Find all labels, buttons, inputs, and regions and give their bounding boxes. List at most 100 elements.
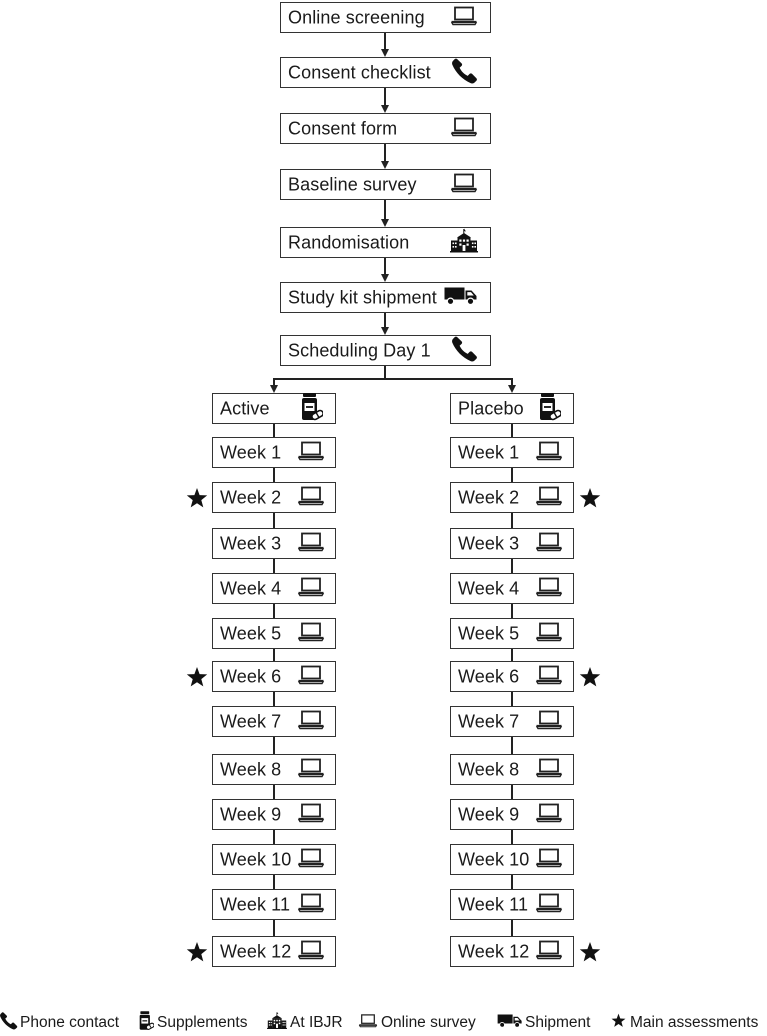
arm-active-box: Active [212,392,336,425]
laptop-icon [297,847,325,872]
laptop-icon [297,892,325,917]
arm-placebo-week-4-box: Week 4 [450,573,574,604]
laptop-icon [535,847,563,872]
arm-active-week-2-box: Week 2 [212,482,336,513]
laptop-icon [297,621,325,646]
laptop-icon [535,621,563,646]
laptop-icon [297,485,325,510]
arm-active-week-7-box: Week 7 [212,706,336,737]
laptop-icon [358,1014,378,1033]
arm-active-connector-2 [273,468,275,482]
flow-step-2-box: Consent checklist [280,57,491,88]
arm-active-week-5-label: Week 5 [220,623,282,643]
arm-active-week-8-label: Week 8 [220,759,282,779]
branch-arrowhead-1 [270,385,278,393]
arm-placebo-connector-9 [511,785,513,799]
laptop-icon [297,576,325,601]
arm-active-week-6-star-icon [186,666,208,693]
laptop-icon [535,576,563,601]
arm-placebo-week-10-label: Week 10 [458,849,530,869]
flow-step-4-box: Baseline survey [280,169,491,200]
arm-placebo-connector-7 [511,692,513,706]
arm-placebo-connector-8 [511,737,513,754]
arm-placebo-week-5-label: Week 5 [458,623,520,643]
laptop-icon [535,802,563,827]
arm-active-week-3-box: Week 3 [212,528,336,559]
laptop-icon [297,531,325,556]
arm-placebo-connector-5 [511,604,513,618]
laptop-icon [535,531,563,556]
arm-active-connector-11 [273,875,275,889]
star-icon [611,1013,626,1033]
legend-label: Online survey [381,1014,476,1031]
arm-active-connector-9 [273,785,275,799]
arm-placebo-week-11-box: Week 11 [450,889,574,920]
arm-placebo-week-2-star-icon [579,487,601,514]
arm-placebo-week-3-label: Week 3 [458,533,520,553]
arm-active-connector-1 [273,424,275,437]
laptop-icon [535,939,563,964]
flow-step-6-connector [384,313,386,329]
branch-bar [273,378,513,380]
arm-placebo-week-1-label: Week 1 [458,442,520,462]
arm-placebo-label: Placebo [458,398,524,418]
pill-bottle-icon [539,392,562,425]
flow-step-6-arrowhead [381,327,389,335]
arm-placebo-week-2-box: Week 2 [450,482,574,513]
building-icon [267,1012,287,1034]
laptop-icon [450,5,478,30]
laptop-icon [535,485,563,510]
flow-step-5-connector [384,258,386,276]
arm-placebo-connector-2 [511,468,513,482]
flow-step-3-box: Consent form [280,113,491,144]
laptop-icon [297,939,325,964]
arm-placebo-week-11-label: Week 11 [458,894,529,914]
flow-step-6-box: Study kit shipment [280,282,491,313]
arm-active-connector-8 [273,737,275,754]
flow-step-2-arrowhead [381,105,389,113]
arm-placebo-week-8-box: Week 8 [450,754,574,785]
flow-step-1-box: Online screening [280,2,491,33]
branch-drop-2 [511,379,513,387]
flow-step-1-label: Online screening [288,7,425,27]
flow-step-7-label: Scheduling Day 1 [288,340,431,360]
arm-placebo-week-5-box: Week 5 [450,618,574,649]
arm-active-week-1-box: Week 1 [212,437,336,468]
arm-active-label: Active [220,398,270,418]
arm-placebo-connector-12 [511,920,513,936]
pill-bottle-icon [301,392,324,425]
truck-icon [497,1013,523,1033]
flow-step-5-box: Randomisation [280,227,491,258]
arm-placebo-week-3-box: Week 3 [450,528,574,559]
arm-active-week-11-box: Week 11 [212,889,336,920]
arm-active-week-9-label: Week 9 [220,804,282,824]
arm-active-week-1-label: Week 1 [220,442,282,462]
arm-placebo-connector-4 [511,559,513,573]
arm-placebo-week-4-label: Week 4 [458,578,520,598]
laptop-icon [297,802,325,827]
arm-active-week-8-box: Week 8 [212,754,336,785]
arm-placebo-week-6-star-icon [579,666,601,693]
arm-placebo-week-8-label: Week 8 [458,759,520,779]
arm-active-week-5-box: Week 5 [212,618,336,649]
flow-step-3-label: Consent form [288,118,398,138]
arm-active-week-6-label: Week 6 [220,666,282,686]
laptop-icon [535,664,563,689]
flow-step-4-label: Baseline survey [288,174,417,194]
phone-icon [0,1012,18,1035]
branch-stem [384,366,386,379]
arm-active-connector-4 [273,559,275,573]
legend-label: Shipment [525,1014,591,1031]
pill-bottle-icon [139,1011,155,1036]
branch-drop-1 [273,379,275,387]
legend-label: Supplements [157,1014,248,1031]
laptop-icon [535,709,563,734]
arm-placebo-week-12-label: Week 12 [458,941,530,961]
arm-placebo-week-6-label: Week 6 [458,666,520,686]
flow-step-4-arrowhead [381,219,389,227]
phone-icon [452,57,478,88]
arm-placebo-week-9-box: Week 9 [450,799,574,830]
arm-active-week-2-label: Week 2 [220,487,282,507]
laptop-icon [535,440,563,465]
arm-active-connector-7 [273,692,275,706]
